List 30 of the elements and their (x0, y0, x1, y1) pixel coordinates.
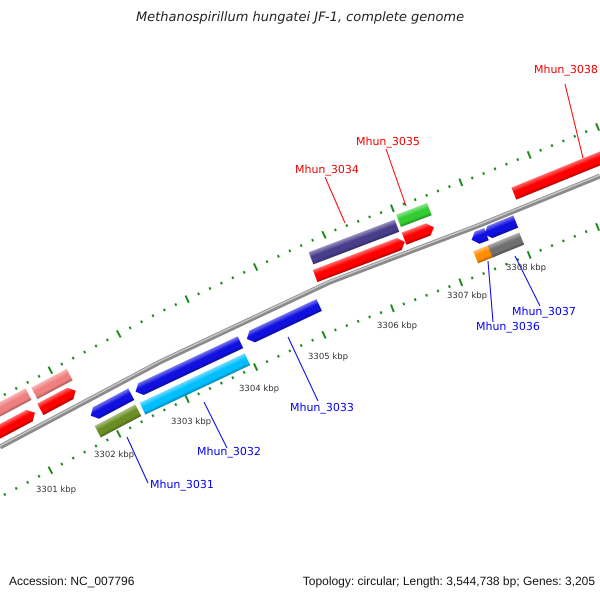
gene-label: Mhun_3033 (290, 401, 354, 414)
gene-block (94, 404, 142, 438)
tick-label: 3301 kbp (36, 485, 76, 496)
gene-label: Mhun_3034 (295, 163, 359, 176)
genome-summary-text: Topology: circular; Length: 3,544,738 bp; Genes: 3,205 (302, 574, 595, 588)
tick-label: 3305 kbp (308, 352, 348, 362)
leader-line (386, 148, 406, 206)
tick-label: 3303 kbp (171, 417, 212, 428)
tick-label: 3304 kbp (239, 384, 280, 394)
gene-block (511, 150, 600, 200)
gene-label: Mhun_3037 (512, 305, 576, 318)
tick-label: 3302 kbp (94, 450, 134, 460)
leader-line (126, 436, 148, 484)
diagram-title: Methanospirillum hungatei JF-1, complete genome (134, 10, 466, 26)
gene-label: Mhun_3035 (356, 135, 420, 148)
gene-label: Mhun_3031 (150, 478, 214, 492)
leader-line (324, 176, 346, 224)
tick-label: 3307 kbp (447, 291, 488, 302)
gene-label: Mhun_3038 (534, 63, 598, 76)
gene-label: Mhun_3032 (197, 445, 261, 458)
gene-label: Mhun_3036 (476, 320, 540, 334)
leader-line (564, 84, 584, 158)
leader-line (204, 402, 228, 448)
leader-line (488, 260, 494, 322)
leader-line (514, 256, 540, 306)
gene-block (246, 299, 322, 342)
gene-block (396, 203, 432, 227)
tick-label: 3306 kbp (377, 321, 418, 332)
gene-block (308, 220, 400, 264)
accession-text: Accession: NC_007796 (9, 574, 134, 588)
